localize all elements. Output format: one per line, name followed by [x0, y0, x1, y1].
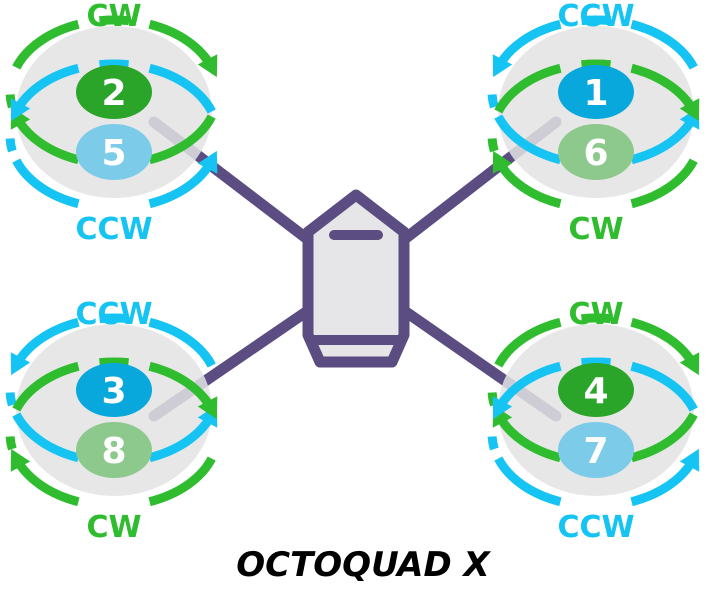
lower-rotation-ring-arc [494, 63, 562, 114]
lower-rotation-label: CW [568, 212, 623, 247]
motor-pod-top-left: 5 2 CW CCW [5, 0, 218, 247]
top-motor-number: 1 [583, 73, 608, 114]
lower-rotation-ring-dash [5, 436, 17, 451]
rotation-arrow-icon [492, 150, 513, 174]
lower-rotation-ring-arc [99, 357, 129, 368]
upper-rotation-ring-dash [200, 351, 216, 368]
top-motor [558, 363, 634, 417]
rotation-arrow-icon [492, 396, 513, 420]
lower-rotation-ring-dash [487, 436, 499, 451]
lower-rotation-ring-arc [581, 357, 611, 368]
top-motor-number: 2 [101, 73, 126, 114]
upper-rotation-ring-arc [12, 412, 80, 463]
rotation-arrow-icon [197, 150, 218, 174]
diagram-title: OCTOQUAD X [236, 545, 491, 585]
rotation-arrow-icon [679, 448, 700, 472]
upper-rotation-ring-dash [5, 392, 17, 407]
motor-pod-bottom-left: 8 3 CCW CW [5, 297, 218, 545]
rotation-arrow-icon [10, 98, 31, 122]
bottom-motor-number: 5 [101, 133, 126, 174]
upper-rotation-label: CW [86, 0, 141, 34]
rotation-arrow-icon [492, 54, 513, 78]
rotation-arrow-icon [10, 352, 31, 376]
lower-rotation-ring-arc [12, 361, 80, 412]
upper-rotation-ring-arc [494, 317, 562, 368]
bottom-motor-number: 6 [583, 133, 608, 174]
bottom-motor [558, 124, 634, 180]
upper-rotation-ring-arc [581, 15, 611, 26]
bottom-motor-number: 7 [583, 431, 608, 472]
top-motor-number: 4 [583, 371, 608, 412]
upper-rotation-ring-dash [487, 94, 499, 109]
rotation-arrow-icon [197, 54, 218, 78]
bottom-motor [558, 422, 634, 478]
upper-rotation-ring-arc [630, 412, 698, 463]
upper-rotation-ring-arc [494, 114, 562, 165]
lower-rotation-label: CCW [75, 212, 152, 247]
motor-pod-bottom-right: 7 4 CW CCW [487, 297, 700, 545]
lower-rotation-ring-arc [630, 158, 698, 209]
lower-rotation-ring-arc [99, 59, 129, 70]
bottom-motor-number: 8 [101, 431, 126, 472]
upper-rotation-label: CCW [557, 0, 634, 34]
rotation-arrow-icon [679, 352, 700, 376]
lower-rotation-ring-arc [581, 59, 611, 70]
top-motor [558, 65, 634, 119]
upper-rotation-ring-arc [581, 313, 611, 324]
bottom-motor [76, 422, 152, 478]
upper-rotation-label: CCW [75, 297, 152, 332]
lower-rotation-ring-arc [494, 456, 562, 507]
upper-rotation-ring-arc [148, 114, 216, 165]
lower-rotation-ring-arc [12, 158, 80, 209]
rotation-arrow-icon [10, 448, 31, 472]
upper-rotation-ring-arc [99, 15, 129, 26]
lower-rotation-ring-dash [200, 97, 216, 114]
flight-controller-body [302, 189, 410, 368]
upper-rotation-ring-arc [12, 19, 80, 70]
upper-rotation-label: CW [568, 297, 623, 332]
rotation-arrow-icon [197, 396, 218, 420]
rotation-arrow-icon [679, 98, 700, 122]
lower-rotation-ring-dash [487, 138, 499, 153]
top-motor-number: 3 [101, 371, 126, 412]
top-motor [76, 65, 152, 119]
lower-rotation-label: CW [86, 510, 141, 545]
upper-rotation-ring-arc [99, 313, 129, 324]
top-motor [76, 363, 152, 417]
lower-rotation-ring-arc [148, 456, 216, 507]
motor-pod-top-right: 6 1 CCW CW [487, 0, 700, 247]
bottom-motor [76, 124, 152, 180]
lower-rotation-ring-dash [682, 395, 698, 412]
lower-rotation-label: CCW [557, 510, 634, 545]
lower-rotation-ring-dash [5, 138, 17, 153]
upper-rotation-ring-dash [682, 53, 698, 70]
